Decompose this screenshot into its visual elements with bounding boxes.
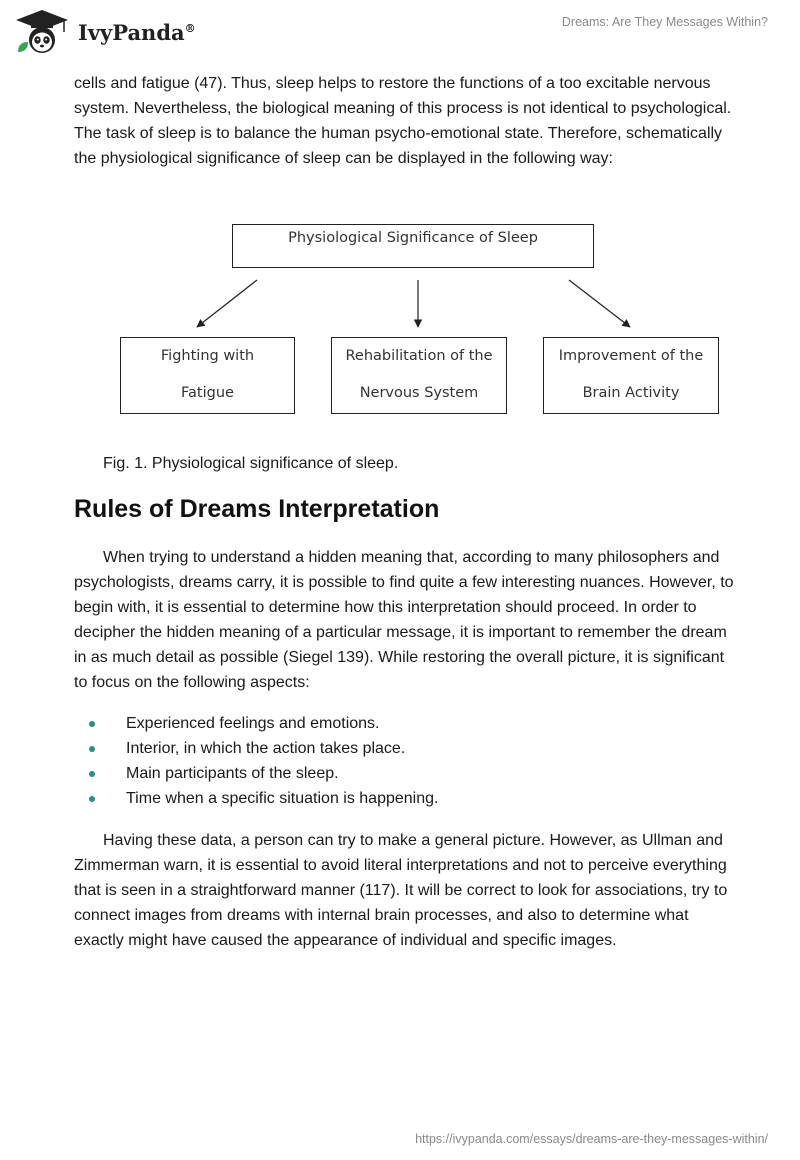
source-url-link[interactable]: https://ivypanda.com/essays/dreams-are-t… bbox=[415, 1132, 768, 1146]
body-paragraph-3: Having these data, a person can try to m… bbox=[74, 832, 728, 949]
body-paragraph-2: When trying to understand a hidden meani… bbox=[74, 549, 734, 691]
arrow-left bbox=[196, 279, 258, 328]
bullet-dot-icon bbox=[89, 771, 95, 777]
diagram-box-line: Brain Activity bbox=[582, 385, 680, 401]
figure-caption: Fig. 1. Physiological significance of sl… bbox=[103, 455, 399, 472]
list-item: Time when a specific situation is happen… bbox=[74, 786, 438, 811]
diagram-box-line: Fatigue bbox=[181, 385, 234, 401]
brand-name: IvyPanda® bbox=[78, 20, 196, 45]
section-heading: Rules of Dreams Interpretation bbox=[74, 495, 440, 523]
bullet-dot-icon bbox=[89, 796, 95, 802]
list-item: Main participants of the sleep. bbox=[74, 761, 438, 786]
diagram-box-fatigue: Fighting with Fatigue bbox=[120, 337, 295, 414]
arrow-right bbox=[568, 279, 631, 328]
diagram-arrows bbox=[196, 279, 631, 328]
page-header: IvyPanda® Dreams: Are They Messages With… bbox=[0, 0, 800, 64]
list-item: Interior, in which the action takes plac… bbox=[74, 736, 438, 761]
body-paragraph-1: cells and fatigue (47). Thus, sleep help… bbox=[74, 75, 732, 167]
diagram-box-line: Improvement of the bbox=[558, 348, 704, 364]
bullet-dot-icon bbox=[89, 746, 95, 752]
aspects-list: Experienced feelings and emotions. Inter… bbox=[74, 711, 438, 811]
diagram-root-box: Physiological Significance of Sleep bbox=[232, 224, 594, 268]
document-title: Dreams: Are They Messages Within? bbox=[561, 15, 768, 29]
panda-graduate-icon bbox=[16, 10, 68, 53]
ivypanda-logo[interactable]: IvyPanda® bbox=[14, 8, 214, 56]
bullet-dot-icon bbox=[89, 721, 95, 727]
diagram-box-line: Rehabilitation of the bbox=[345, 348, 493, 364]
diagram-box-nervous-system: Rehabilitation of the Nervous System bbox=[331, 337, 507, 414]
sleep-significance-diagram: Physiological Significance of Sleep Figh… bbox=[0, 215, 800, 420]
list-item: Experienced feelings and emotions. bbox=[74, 711, 438, 736]
diagram-box-brain-activity: Improvement of the Brain Activity bbox=[543, 337, 719, 414]
diagram-box-line: Fighting with bbox=[160, 348, 255, 364]
diagram-box-line: Nervous System bbox=[359, 385, 479, 401]
